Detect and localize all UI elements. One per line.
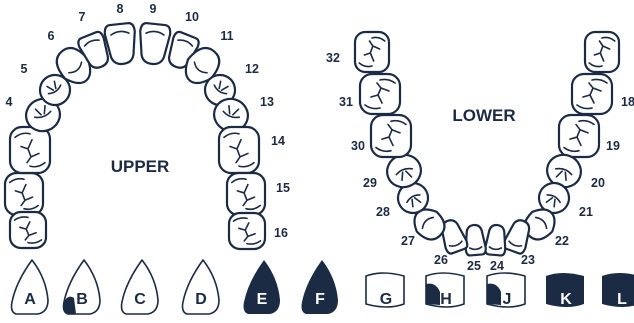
tooth-shape-e[interactable]: E bbox=[244, 260, 281, 314]
tooth-shape-letter-b: B bbox=[76, 291, 88, 308]
tooth-30[interactable] bbox=[371, 115, 411, 157]
tooth-shape-j[interactable]: J bbox=[487, 273, 525, 308]
tooth-number-25: 25 bbox=[467, 259, 481, 273]
tooth-shape-letter-f: F bbox=[315, 291, 325, 308]
tooth-18[interactable] bbox=[572, 74, 612, 114]
tooth-number-26: 26 bbox=[434, 253, 448, 267]
tooth-1[interactable] bbox=[10, 212, 46, 248]
tooth-number-24: 24 bbox=[490, 259, 504, 273]
tooth-number-21: 21 bbox=[579, 205, 593, 219]
tooth-shape-letter-l: L bbox=[617, 291, 627, 308]
tooth-number-31: 31 bbox=[339, 95, 353, 109]
tooth-15[interactable] bbox=[227, 173, 265, 215]
tooth-number-6: 6 bbox=[48, 29, 55, 43]
tooth-number-4: 4 bbox=[6, 95, 13, 109]
tooth-number-10: 10 bbox=[185, 10, 199, 24]
tooth-number-15: 15 bbox=[276, 181, 290, 195]
tooth-2[interactable] bbox=[5, 173, 43, 215]
tooth-32[interactable] bbox=[355, 32, 389, 72]
tooth-number-32: 32 bbox=[326, 51, 340, 65]
tooth-number-30: 30 bbox=[351, 139, 365, 153]
tooth-shape-letter-a: A bbox=[24, 291, 36, 308]
tooth-shape-f[interactable]: F bbox=[302, 260, 339, 314]
tooth-19[interactable] bbox=[559, 115, 599, 157]
tooth-number-22: 22 bbox=[555, 234, 569, 248]
tooth-number-29: 29 bbox=[363, 176, 377, 190]
tooth-shape-a[interactable]: A bbox=[12, 260, 49, 314]
tooth-shape-d[interactable]: D bbox=[183, 260, 220, 314]
tooth-shape-letter-e: E bbox=[257, 291, 268, 308]
tooth-number-8: 8 bbox=[117, 2, 124, 16]
tooth-shape-b[interactable]: B bbox=[64, 260, 101, 314]
tooth-24[interactable] bbox=[485, 224, 508, 256]
tooth-31[interactable] bbox=[360, 74, 400, 114]
tooth-number-11: 11 bbox=[220, 29, 233, 43]
tooth-shape-g[interactable]: G bbox=[366, 273, 404, 308]
tooth-shape-letter-k: K bbox=[560, 291, 572, 308]
teeth-layer: 4 5 6 7 8 9 10 11 12 13 14 15 16 18 19 20 21 22 23 24 25 26 27… bbox=[5, 2, 634, 273]
tooth-number-12: 12 bbox=[245, 62, 259, 76]
upper-arch-label: UPPER bbox=[111, 157, 170, 176]
tooth-shape-letter-j: J bbox=[503, 291, 512, 308]
tooth-number-5: 5 bbox=[21, 62, 28, 76]
tooth-shape-k[interactable]: K bbox=[546, 273, 584, 308]
lower-arch-label: LOWER bbox=[452, 106, 515, 125]
tooth-number-9: 9 bbox=[150, 2, 157, 16]
tooth-14[interactable] bbox=[219, 127, 259, 173]
tooth-17[interactable] bbox=[585, 32, 619, 72]
tooth-shape-letter-d: D bbox=[195, 291, 207, 308]
tooth-number-28: 28 bbox=[376, 205, 390, 219]
tooth-shape-letter-g: G bbox=[380, 291, 392, 308]
tooth-shape-c[interactable]: C bbox=[122, 260, 159, 314]
tooth-8[interactable] bbox=[104, 23, 138, 66]
tooth-shape-l[interactable]: L bbox=[602, 273, 634, 308]
tooth-shape-letter-c: C bbox=[134, 291, 146, 308]
tooth-number-7: 7 bbox=[79, 10, 86, 24]
tooth-number-23: 23 bbox=[521, 253, 535, 267]
tooth-number-14: 14 bbox=[271, 134, 285, 148]
tooth-shape-letter-h: H bbox=[440, 291, 452, 308]
tooth-3[interactable] bbox=[10, 127, 50, 173]
tooth-9[interactable] bbox=[137, 23, 171, 66]
tooth-number-18: 18 bbox=[621, 95, 634, 109]
tooth-number-27: 27 bbox=[401, 234, 415, 248]
tooth-number-20: 20 bbox=[591, 176, 605, 190]
tooth-number-19: 19 bbox=[606, 139, 620, 153]
tooth-number-16: 16 bbox=[274, 226, 288, 240]
tooth-number-13: 13 bbox=[260, 95, 274, 109]
tooth-shape-h[interactable]: H bbox=[426, 273, 464, 308]
tooth-16[interactable] bbox=[229, 213, 265, 249]
